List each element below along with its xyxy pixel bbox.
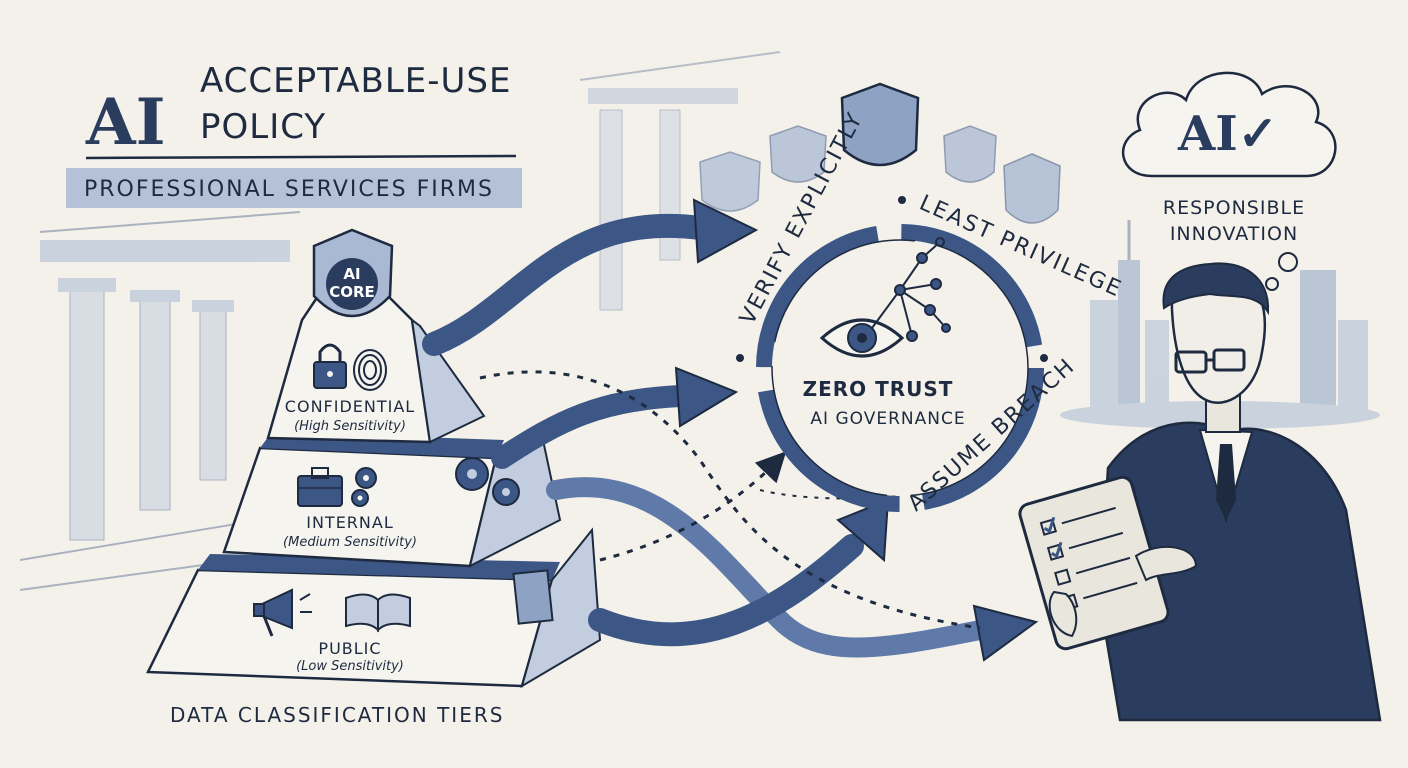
businessman-figure <box>1018 262 1382 722</box>
zero-trust-title: ZERO TRUST <box>803 377 954 401</box>
title-ai: AI <box>85 85 166 160</box>
book-icon <box>345 593 411 633</box>
title-underline <box>85 154 517 160</box>
subtitle-wash <box>66 168 522 208</box>
tier-sub-public: (Low Sensitivity) <box>296 659 404 674</box>
flow-arrow-1-head <box>692 198 759 264</box>
lock-icon <box>313 343 347 389</box>
thought-bubble <box>1265 277 1279 291</box>
subtitle: PROFESSIONAL SERVICES FIRMS <box>84 177 494 202</box>
flow-arrow-2-head <box>674 366 739 428</box>
tier-sub-internal: (Medium Sensitivity) <box>283 535 417 550</box>
core-label-2: CORE <box>329 283 375 301</box>
thought-cloud: AI✓ RESPONSIBLE INNOVATION <box>1121 71 1337 291</box>
caption-responsible: RESPONSIBLE <box>1163 197 1305 219</box>
thought-bubble <box>1278 252 1298 272</box>
tier-label-public: PUBLIC <box>318 639 381 658</box>
cloud-ai-check: AI✓ <box>1177 106 1278 162</box>
flow-arrow-4 <box>588 534 864 647</box>
briefcase-icon <box>297 467 343 507</box>
flow-arrows <box>422 198 1039 662</box>
dotted-path-2 <box>599 451 787 562</box>
tier-sub-confidential: (High Sensitivity) <box>294 419 406 434</box>
pyramid-footer: DATA CLASSIFICATION TIERS <box>170 703 504 727</box>
flow-arrow-2 <box>491 385 691 469</box>
city-skyline <box>1060 220 1380 429</box>
left-hand <box>1048 590 1078 638</box>
ai-core-shield: AI CORE <box>312 228 394 318</box>
shield-icon <box>943 125 997 183</box>
shield-icon <box>1003 153 1061 224</box>
gears-icon <box>351 467 377 507</box>
shield-icon <box>699 151 761 212</box>
dotted-path-3 <box>759 489 901 500</box>
right-hand <box>1134 545 1198 582</box>
flow-arrow-1 <box>422 214 712 356</box>
ring-dot <box>736 354 744 362</box>
glasses-icon <box>1174 348 1246 374</box>
shield-icon <box>840 82 920 167</box>
ring-dot <box>1040 354 1048 362</box>
core-label-1: AI <box>343 265 360 283</box>
hair <box>1162 262 1270 316</box>
zero-trust-subtitle: AI GOVERNANCE <box>810 409 965 429</box>
shields-row <box>699 82 1061 224</box>
megaphone-icon <box>253 588 312 637</box>
fingerprint-icon <box>353 349 387 391</box>
zero-trust-ring <box>756 224 1044 512</box>
title-line1: ACCEPTABLE-USE <box>200 61 511 101</box>
caption-innovation: INNOVATION <box>1170 223 1298 245</box>
flow-arrow-3-head <box>972 604 1039 662</box>
ring-dot <box>898 196 906 204</box>
gears-side-icon <box>455 457 520 506</box>
eye-network-icon <box>819 237 951 358</box>
tier-label-internal: INTERNAL <box>306 513 394 532</box>
tie <box>1216 444 1236 520</box>
shield-icon <box>769 125 827 183</box>
header: AI ACCEPTABLE-USE POLICY PROFESSIONAL SE… <box>66 61 522 208</box>
tier-label-confidential: CONFIDENTIAL <box>285 397 415 416</box>
closed-book-icon <box>512 569 554 625</box>
cloud-icon <box>1121 71 1337 178</box>
left-colonnade <box>19 211 301 591</box>
flow-arrow-4-head <box>836 498 890 563</box>
title-line2: POLICY <box>200 107 326 147</box>
zero-trust-ring-ink <box>771 239 1029 497</box>
